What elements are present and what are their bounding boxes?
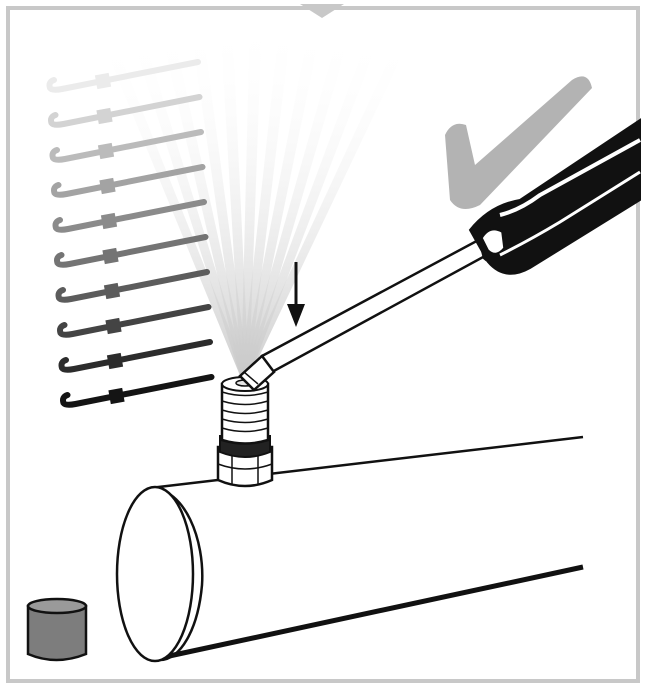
hook-tool-icon [60,307,209,335]
hook-tool-icon [62,342,211,370]
hook-tool-icon [63,377,212,405]
valve-cap-icon [28,599,86,660]
hook-tool-icon [57,237,206,265]
hook-tool-icon [59,272,208,300]
valve-fitting-icon [218,377,272,486]
hook-tool-icon [51,97,200,125]
pipe-icon [117,437,583,661]
